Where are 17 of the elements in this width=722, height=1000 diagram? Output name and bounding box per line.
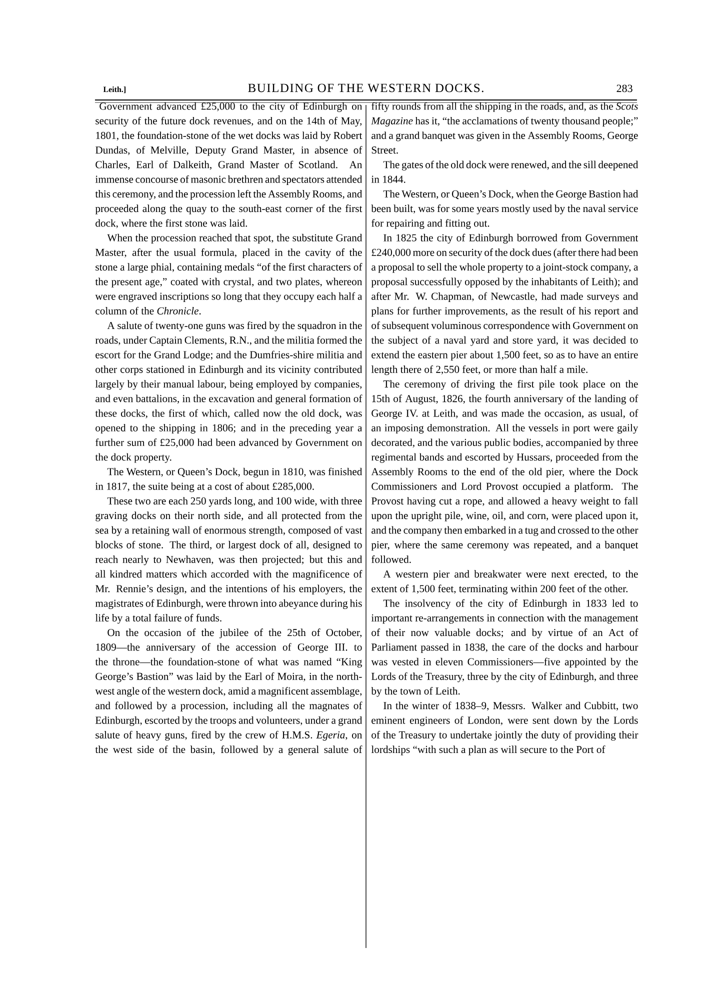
paragraph: The Western, or Queen’s Dock, begun in 1810, was finished in 1817, the suite being at a cost of about £285,000. [95, 468, 362, 492]
paragraph: The insolvency of the city of Edinburgh in 1833 led to important re-arrangements in connection with the management of their now valuable docks; and by virtue of an Act of Parliament passed in 1838, the care of the docks and harbour was vested in eleven Commissioners—five appointed by the Lords of the Treasury, three by the city of Edinburgh, and three by the town of Leith. [371, 599, 638, 697]
paragraph: In 1825 the city of Edinburgh borrowed from Government £240,000 more on security of the dock dues (after there had been a proposal to sell the whole property to a joint-stock company, a proposal successfully opposed by the inhabitants of Leith); and after Mr. W. Chapman, of Newcastle, had made surveys and plans for further improvements, as the result of his report and of subsequent voluminous correspondence with Government on the subject of a naval yard and store yard, it was decided to extend the eastern pier about 1,500 feet, so as to have an entire length there of 2,550 feet, or more than half a mile. [371, 234, 638, 376]
paragraph: A salute of twenty-one guns was fired by the squadron in the roads, under Captain Clements, R.N., and the militia formed the escort for the Grand Lodge; and the Dumfries-shire militia and other corps stationed in Edinburgh and its vicinity contributed largely by their manual labour, being employed by companies, and even battalions, in the excavation and general formation of these docks, the first of which, called now the old dock, was opened to the shipping in 1806; and in the preceding year a further sum of £25,000 had been advanced by Government on the dock property. [95, 322, 362, 463]
running-title: BUILDING OF THE WESTERN DOCKS. [248, 84, 484, 92]
paragraph: Government advanced £25,000 to the city of Edinburgh on security of the future dock revenues, and on the 14th of May, 1801, the foundation-stone of the wet docks was laid by Robert Dundas, of Melville, Deputy Grand Master, in absence of Charles, Earl of Dalkeith, Grand Master of Scotland. An immense concourse of masonic brethren and spectators attended this ceremony, and the procession left the Assembly Rooms, and proceeded along the quay to the south-east corner of the first dock, where the first stone was laid. [95, 102, 362, 228]
paragraph: The ceremony of driving the first pile took place on the 15th of August, 1826, the fourth anniversary of the landing of George IV. at Leith, and was made the occasion, as usual, of an imposing demonstration. All the vessels in port were gaily decorated, and the various public bodies, accompanied by three regimental bands and escorted by Hussars, proceeded from the Assembly Rooms to the end of the old pier, where the Dock Commissioners and Lord Provost occupied a platform. The Provost having cut a rope, and allowed a heavy weight to fall upon the upright pile, wine, oil, and corn, were placed upon it, and the company then embarked in a tug and crossed to the other pier, where the same ceremony was repeated, and a banquet followed. [371, 380, 638, 564]
page-number: 283 [616, 84, 632, 92]
paragraph: In the winter of 1838–9, Messrs. Walker and Cubbitt, two eminent engineers of London, were sent down by the Lords of the Treasury to undertake jointly the duty of providing their lordships “with such a plan as will secure to the Port of [371, 702, 638, 756]
paragraph: A western pier and breakwater were next erected, to the extent of 1,500 feet, terminating within 200 feet of the other. [372, 570, 638, 594]
paragraph: These two are each 250 yards long, and 100 wide, with three graving docks on their north side, and all protected from the sea by a retaining wall of enormous strength, composed of vast blocks of stone. The third, or largest dock of all, designed to reach nearly to Newhaven, was then projected; but this and all kindred matters which accorded with the magnificence of Mr. Rennie’s design, and the intentions of his employers, the magistrates of Edinburgh, were thrown into abeyance during his life by a total failure of funds. [95, 497, 362, 624]
paragraph: The gates of the old dock were renewed, and the sill deepened in 1844. [371, 160, 638, 183]
paragraph: When the procession reached that spot, the substitute Grand Master, after the usual formula, placed in the cavity of the stone a large phial, containing medals “of the first characters of the present age,” coated with crystal, and two plates, whereon were engraved inscriptions so long that they occupy each half a column of the Chronicle. [95, 234, 362, 314]
running-head: Leith.] [103, 86, 126, 94]
paragraph: fifty rounds from all the shipping in the roads, and, as the Scots Magazine has it, “the acclamations of twenty thousand people;” and a grand banquet was given in the Assembly Rooms, George Street. [371, 102, 638, 154]
paragraph: The Western, or Queen’s Dock, when the George Bastion had been built, was for some years mostly used by the naval service for repairing and fitting out. [371, 190, 638, 229]
paragraph: On the occasion of the jubilee of the 25th of October, 1809—the anniversary of the accession of George III. to the throne—the foundation-stone of what was named “King George’s Bastion” was laid by the Earl of Moira, in the north-west angle of the western dock, amid a magnificent assemblage, and followed by a procession, including all the magnates of Edinburgh, escorted by the troops and volunteers, under a grand salute of heavy guns, fired by the crew of H.M.S. Egeria, on the west side of the basin, followed by a general salute of [95, 628, 362, 756]
